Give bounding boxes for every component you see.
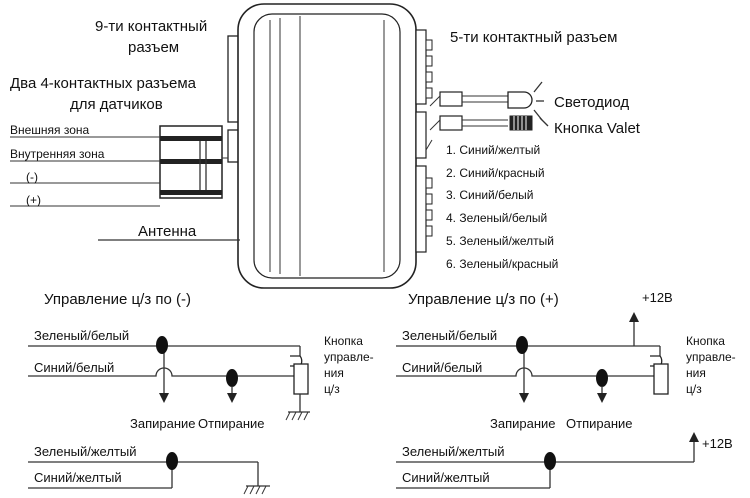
right-scheme: Управление ц/з по (+) +12В Кнопка управл…: [396, 290, 736, 489]
right-blue-yellow-label: Синий/желтый: [402, 470, 490, 485]
five-pin-connector: [415, 29, 427, 105]
plus-label: (+): [26, 193, 41, 207]
junction-node: [516, 336, 528, 354]
junction-node: [544, 452, 556, 470]
right-plus12-bottom-label: +12В: [702, 436, 733, 451]
right-button-label-3: ния: [686, 366, 706, 380]
left-green-white-label: Зеленый/белый: [34, 328, 129, 343]
nine-pin-label-1: 9-ти контактный: [95, 18, 207, 35]
minus-label: (-): [26, 170, 38, 184]
wire-list: 1. Синий/желтый 2. Синий/красный 3. Сини…: [446, 143, 558, 271]
left-blue-yellow-label: Синий/желтый: [34, 470, 122, 485]
alarm-unit: [227, 3, 433, 289]
right-button-label-1: Кнопка: [686, 334, 725, 348]
right-button-label-4: ц/з: [686, 382, 702, 396]
junction-node: [226, 369, 238, 387]
right-blue-white-label: Синий/белый: [402, 360, 482, 375]
junction-node: [156, 336, 168, 354]
left-button-label-1: Кнопка: [324, 334, 363, 348]
unit-inner-frame: [253, 13, 401, 279]
led-valet-wiring: [429, 81, 549, 131]
internal-zone-label: Внутренняя зона: [10, 147, 105, 161]
left-unlock-label: Отпирание: [198, 416, 265, 431]
junction-node: [596, 369, 608, 387]
two-four-pin-label-2: для датчиков: [70, 96, 163, 113]
unit-body: [237, 3, 417, 289]
left-button-label-4: ц/з: [324, 382, 340, 396]
wire-item: 5. Зеленый/желтый: [446, 234, 554, 248]
external-zone-label: Внешняя зона: [10, 123, 90, 137]
right-plus12-top-label: +12В: [642, 290, 673, 305]
six-pin-connector: [415, 165, 427, 253]
junction-node: [166, 452, 178, 470]
right-green-white-label: Зеленый/белый: [402, 328, 497, 343]
two-four-pin-label-1: Два 4-контактных разъема: [10, 75, 197, 92]
led-icon: [507, 91, 533, 109]
nine-pin-label-2: разъем: [128, 39, 179, 56]
left-scheme-title: Управление ц/з по (-): [44, 291, 191, 308]
five-pin-label: 5-ти контактный разъем: [450, 29, 617, 46]
valet-button-icon: [509, 115, 533, 131]
right-button-label-2: управле-: [686, 350, 736, 364]
led-label: Светодиод: [554, 94, 629, 111]
left-green-yellow-label: Зеленый/желтый: [34, 444, 137, 459]
wire-item: 2. Синий/красный: [446, 166, 545, 180]
left-lock-label: Запирание: [130, 416, 196, 431]
sensor-connectors: [10, 125, 228, 207]
right-unlock-label: Отпирание: [566, 416, 633, 431]
wire-item: 6. Зеленый/красный: [446, 257, 558, 271]
left-button-label-3: ния: [324, 366, 344, 380]
wire-item: 3. Синий/белый: [446, 188, 533, 202]
antenna-label: Антенна: [138, 223, 197, 240]
left-scheme: Управление ц/з по (-) Кнопка управле- ни…: [28, 291, 374, 495]
right-lock-label: Запирание: [490, 416, 556, 431]
wire-item: 4. Зеленый/белый: [446, 211, 547, 225]
led-valet-connector: [415, 111, 427, 159]
left-button-label-2: управле-: [324, 350, 374, 364]
wire-item: 1. Синий/желтый: [446, 143, 540, 157]
right-green-yellow-label: Зеленый/желтый: [402, 444, 505, 459]
left-blue-white-label: Синий/белый: [34, 360, 114, 375]
right-scheme-title: Управление ц/з по (+): [408, 291, 559, 308]
valet-label: Кнопка Valet: [554, 120, 641, 137]
